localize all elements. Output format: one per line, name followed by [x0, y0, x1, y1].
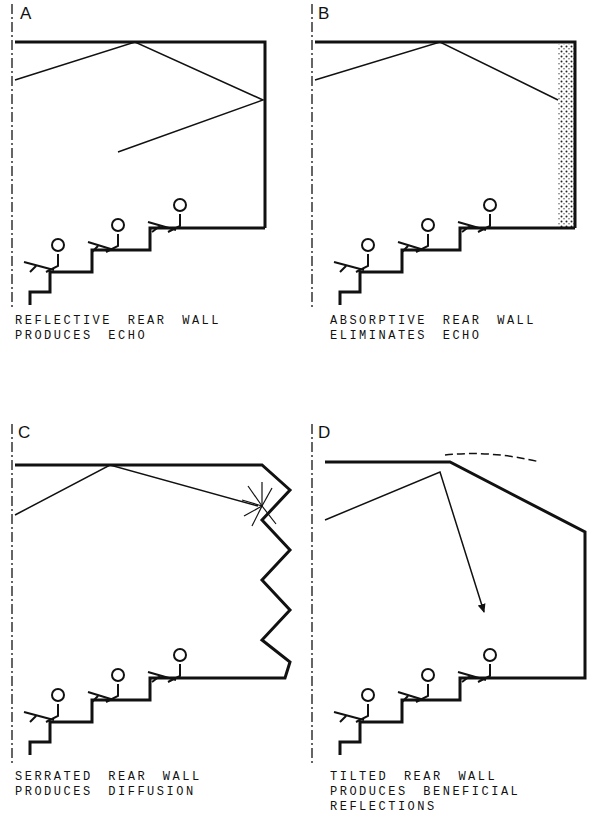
- panel-c-room: [12, 424, 290, 765]
- panel-letter: D: [318, 424, 330, 442]
- panel-b-room: [312, 4, 575, 310]
- panel-letter: C: [18, 424, 30, 442]
- panel-caption: TILTED REAR WALL PRODUCES BENEFICIAL REF…: [330, 770, 580, 815]
- panel-a-room: [12, 4, 265, 310]
- panel-caption: REFLECTIVE REAR WALL PRODUCES ECHO: [15, 314, 265, 344]
- panel-caption: SERRATED REAR WALL PRODUCES DIFFUSION: [15, 770, 265, 800]
- panel-caption: ABSORPTIVE REAR WALL ELIMINATES ECHO: [330, 314, 580, 344]
- panel-letter: A: [20, 5, 31, 23]
- panel-letter: B: [318, 5, 329, 23]
- panel-d-room: [312, 424, 585, 765]
